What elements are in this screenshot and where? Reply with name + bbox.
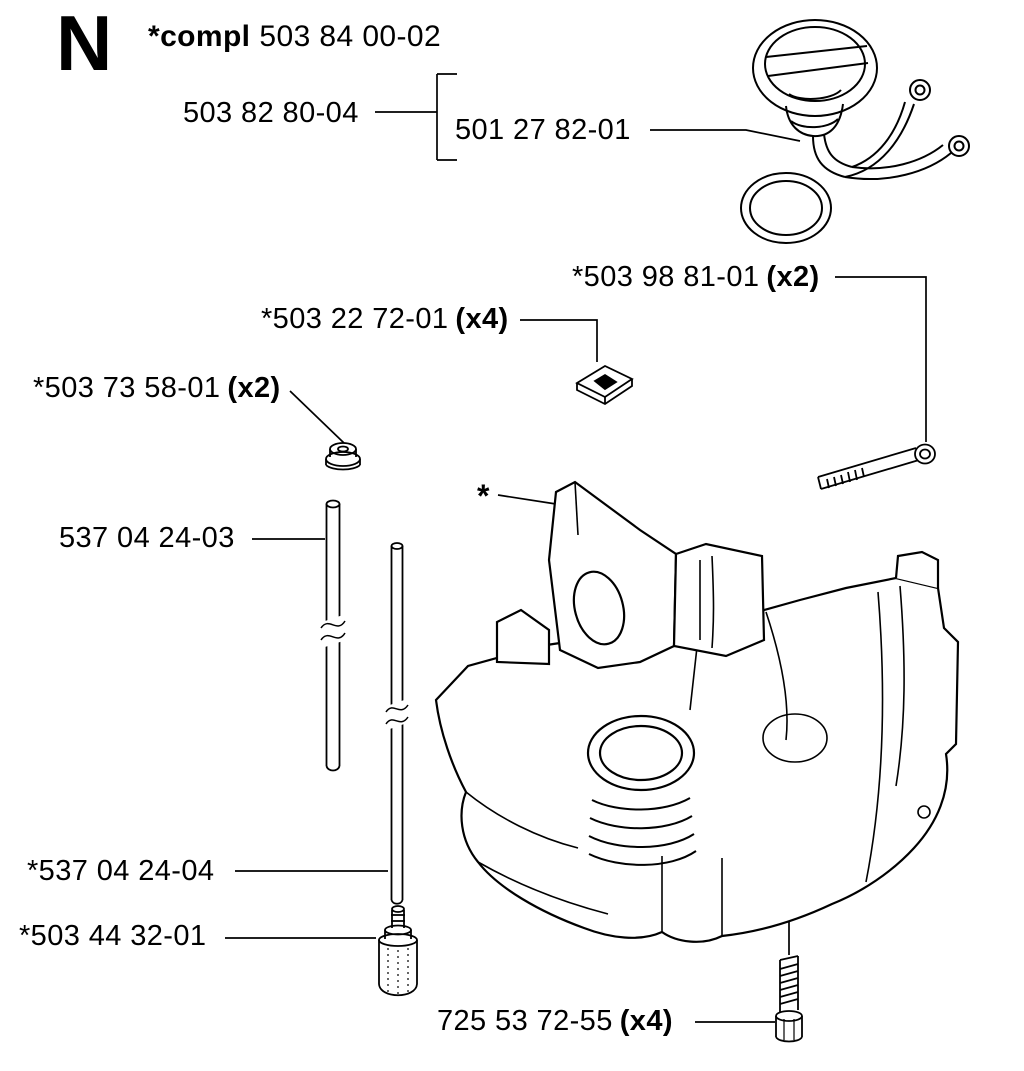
part-number: *503 44 32-01 xyxy=(19,920,207,952)
part-label-fuel-cap: 503 82 80-04 xyxy=(183,97,359,130)
part-quantity: (x4) xyxy=(619,1005,673,1037)
grommet-drawing xyxy=(325,442,361,471)
fuel-cap-drawing xyxy=(752,19,878,138)
clip-nut-drawing xyxy=(575,364,634,406)
part-number: 503 82 80-04 xyxy=(183,97,359,129)
part-number: 537 04 24-03 xyxy=(59,522,235,554)
part-number: *503 73 58-01 xyxy=(33,372,221,404)
mounting-screw-drawing xyxy=(775,955,803,1043)
fuel-hose-thin-drawing xyxy=(385,542,409,905)
part-number: 725 53 72-55 xyxy=(437,1005,613,1037)
part-quantity: (x2) xyxy=(766,261,820,293)
tank-opening-outer xyxy=(586,714,696,792)
bolt-drawing xyxy=(817,443,936,490)
fuel-filter-drawing xyxy=(378,905,418,997)
part-label-grommet: *503 73 58-01(x2) xyxy=(33,372,281,405)
tank-opening-inner xyxy=(598,724,684,782)
o-ring-drawing xyxy=(740,172,832,244)
part-label-cap-retainer: 501 27 82-01 xyxy=(455,114,631,147)
part-label-bolt: *503 98 81-01(x2) xyxy=(572,261,820,294)
part-label-mounting-screw: 725 53 72-55(x4) xyxy=(437,1005,673,1038)
part-label-clip-nut: *503 22 72-01(x4) xyxy=(261,303,509,336)
part-quantity: (x4) xyxy=(455,303,509,335)
crankcase-drawing xyxy=(434,480,960,943)
section-letter: N xyxy=(56,0,113,87)
assembly-title-prefix: *compl xyxy=(148,20,251,53)
part-label-fuel-filter: *503 44 32-01 xyxy=(19,920,206,953)
cap-retainer-strap-drawing xyxy=(812,79,970,181)
mount-bracket xyxy=(672,542,766,658)
assembly-title-number: 503 84 00-02 xyxy=(259,20,442,53)
fuel-hose-long-drawing xyxy=(320,499,346,772)
crankcase-fins xyxy=(588,797,697,866)
leader-lines xyxy=(225,73,927,1023)
baffle-plate-hole xyxy=(572,570,626,646)
baffle-plate xyxy=(547,480,678,670)
part-label-fuel-hose-long: 537 04 24-03 xyxy=(59,522,235,555)
part-label-fuel-hose-thin: *537 04 24-04 xyxy=(27,855,214,888)
part-number: *537 04 24-04 xyxy=(27,855,215,887)
part-quantity: (x2) xyxy=(227,372,281,404)
part-number: *503 22 72-01 xyxy=(261,303,449,335)
marker-glyph: * xyxy=(477,478,490,514)
crankcase-asterisk-marker: * xyxy=(477,478,490,515)
part-number: 501 27 82-01 xyxy=(455,114,631,146)
part-number: *503 98 81-01 xyxy=(572,261,760,293)
